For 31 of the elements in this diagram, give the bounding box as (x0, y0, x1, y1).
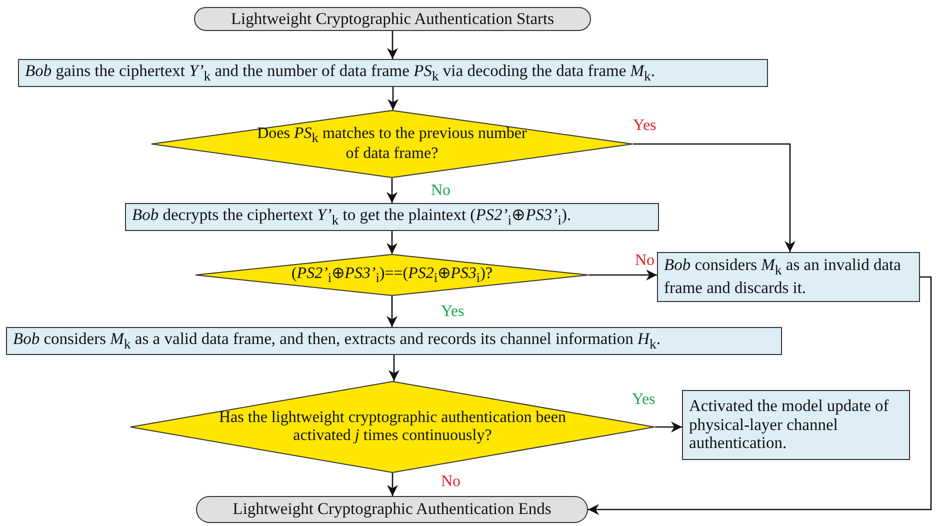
node-text: Bob considers M$_{k}$ as a valid data frame, and then, extracts and records its channel information H$_{k}$. (13, 330, 660, 352)
arrow (388, 355, 400, 381)
node-text: Activated the model update of physical-layer channel authentication. (689, 396, 890, 454)
process-box (682, 390, 910, 460)
arrow (589, 270, 657, 280)
node-text: Has the lightweight cryptographic authentication been activated j times continuously? (218, 408, 567, 446)
node-text: Bob considers M$_{k}$ as an invalid data frame and discards it. (664, 256, 902, 298)
decision-diamond (130, 381, 655, 473)
process-box (18, 59, 768, 87)
arrow (386, 296, 398, 327)
terminal-box (194, 7, 591, 31)
arrow (387, 31, 398, 59)
arrow (633, 143, 796, 252)
arrow (386, 231, 398, 254)
process-box (6, 327, 782, 355)
arrow (387, 473, 398, 496)
arrow (388, 87, 398, 110)
decision-diamond (195, 254, 589, 296)
terminal-box (196, 496, 588, 523)
node-text: Bob gains the ciphertext Y’$_{k}$ and the number of data frame PS$_{k}$ via decoding the data frame M$_{k}$. (25, 62, 656, 84)
node-text: Bob decrypts the ciphertext Y’$_{k}$ to get the plaintext (PS2’$_{i}$⊕PS3’$_{i}$). (132, 206, 572, 228)
process-box (125, 203, 659, 231)
node-text: Lightweight Cryptographic Authentication Starts (230, 10, 554, 28)
node-text: Lightweight Cryptographic Authentication Ends (232, 500, 552, 519)
arrow (655, 422, 682, 432)
decision-diamond (151, 110, 633, 178)
process-box (657, 252, 920, 302)
arrow (588, 276, 932, 515)
node-text: (PS2’$_{i}$⊕PS3’$_{i}$)==(PS2$_{i}$⊕PS3$_{i}$)? (291, 264, 493, 286)
arrow (386, 178, 398, 203)
node-text: Does PS$_{k}$ matches to the previous number of data frame? (256, 124, 528, 164)
